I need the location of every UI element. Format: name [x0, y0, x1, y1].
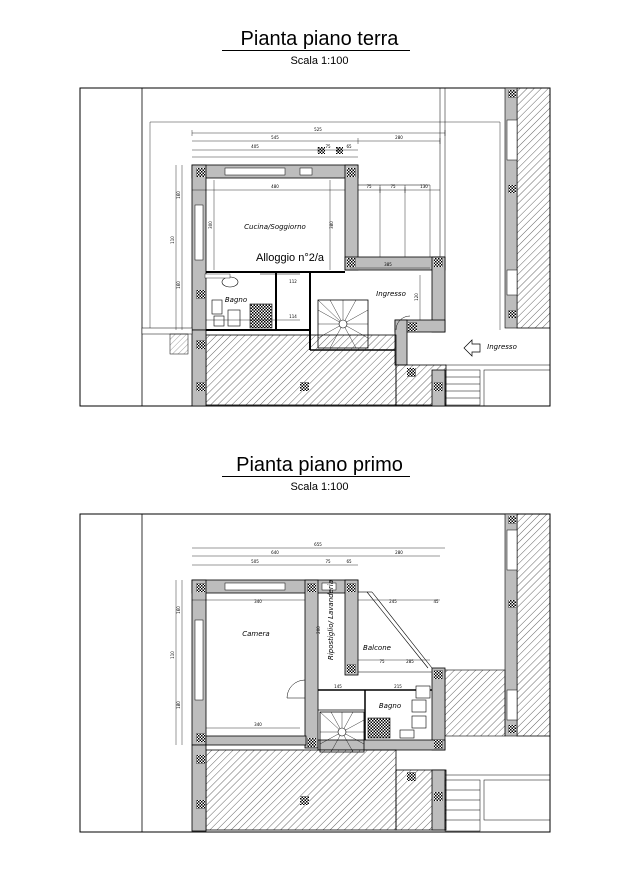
- gf-dim-h: 75: [366, 184, 372, 189]
- ff-room-bathroom: Bagno: [379, 702, 401, 710]
- gf-room-entrance-outer: Ingresso: [487, 343, 517, 351]
- ff-dim-m: 110: [170, 651, 175, 659]
- ground-floor-plan: 525 545 280 405 75 65 480 130 75 75 385 …: [79, 87, 551, 407]
- ground-floor-title: Pianta piano terra: [240, 28, 399, 50]
- ff-dim-q: 340: [254, 722, 262, 727]
- ff-dim-e: 65: [346, 559, 352, 564]
- ff-room-bedroom: Camera: [242, 630, 269, 638]
- ff-dim-p: 215: [394, 684, 402, 689]
- ff-dim-h: 45: [433, 599, 439, 604]
- ff-dim-b: 280: [395, 550, 403, 555]
- gf-dim-overall: 525: [314, 127, 322, 132]
- first-floor-title-underline: [222, 476, 410, 477]
- gf-room-bathroom: Bagno: [225, 296, 247, 304]
- gf-dim-i: 75: [390, 184, 396, 189]
- first-floor-title: Pianta piano primo: [236, 454, 403, 476]
- gf-unit-label: Alloggio n°2/a: [256, 252, 325, 264]
- gf-room-kitchen-living: Cucina/Soggiorno: [244, 223, 306, 231]
- gf-dim-q: 380: [329, 221, 334, 229]
- gf-dim-r: 120: [414, 293, 419, 301]
- entrance-arrow-icon: [463, 339, 481, 357]
- gf-dim-f: 480: [271, 184, 279, 189]
- first-floor-scale: Scala 1:100: [290, 481, 349, 493]
- ff-dim-c: 505: [251, 559, 259, 564]
- ff-dim-k: 160: [176, 606, 181, 614]
- ff-dim-o: 145: [334, 684, 342, 689]
- gf-dim-b: 280: [395, 135, 403, 140]
- gf-dim-n: 112: [289, 279, 297, 284]
- ff-room-balcony: Balcone: [363, 644, 391, 652]
- ff-dim-j: 285: [406, 659, 414, 664]
- ground-floor-title-underline: [222, 50, 410, 51]
- gf-dim-c: 405: [251, 144, 259, 149]
- gf-dim-l: 160: [176, 281, 181, 289]
- gf-dim-a: 545: [271, 135, 279, 140]
- gf-dim-g: 130: [420, 184, 428, 189]
- ff-dim-f: 340: [254, 599, 262, 604]
- ff-dim-g: 245: [389, 599, 397, 604]
- ff-dim-l: 180: [176, 701, 181, 709]
- ff-dim-n: 200: [316, 626, 321, 634]
- ff-dim-overall: 655: [314, 542, 322, 547]
- gf-dim-d: 75: [325, 144, 331, 149]
- ff-dim-a: 640: [271, 550, 279, 555]
- gf-dim-k: 160: [176, 191, 181, 199]
- ff-dim-d: 75: [325, 559, 331, 564]
- gf-dim-p: 300: [208, 221, 213, 229]
- gf-dim-e: 65: [346, 144, 352, 149]
- ground-floor-scale: Scala 1:100: [290, 55, 349, 67]
- first-floor-plan: 655 640 280 505 75 65 340 245 45 75 285 …: [79, 513, 551, 833]
- ff-room-storage: Ripostiglio/ Lavanderia: [327, 580, 335, 660]
- gf-dim-m: 110: [170, 236, 175, 244]
- ff-dim-i: 75: [379, 659, 385, 664]
- gf-dim-j: 385: [384, 262, 392, 267]
- gf-room-entrance-inner: Ingresso: [376, 290, 406, 298]
- gf-dim-o: 114: [289, 314, 297, 319]
